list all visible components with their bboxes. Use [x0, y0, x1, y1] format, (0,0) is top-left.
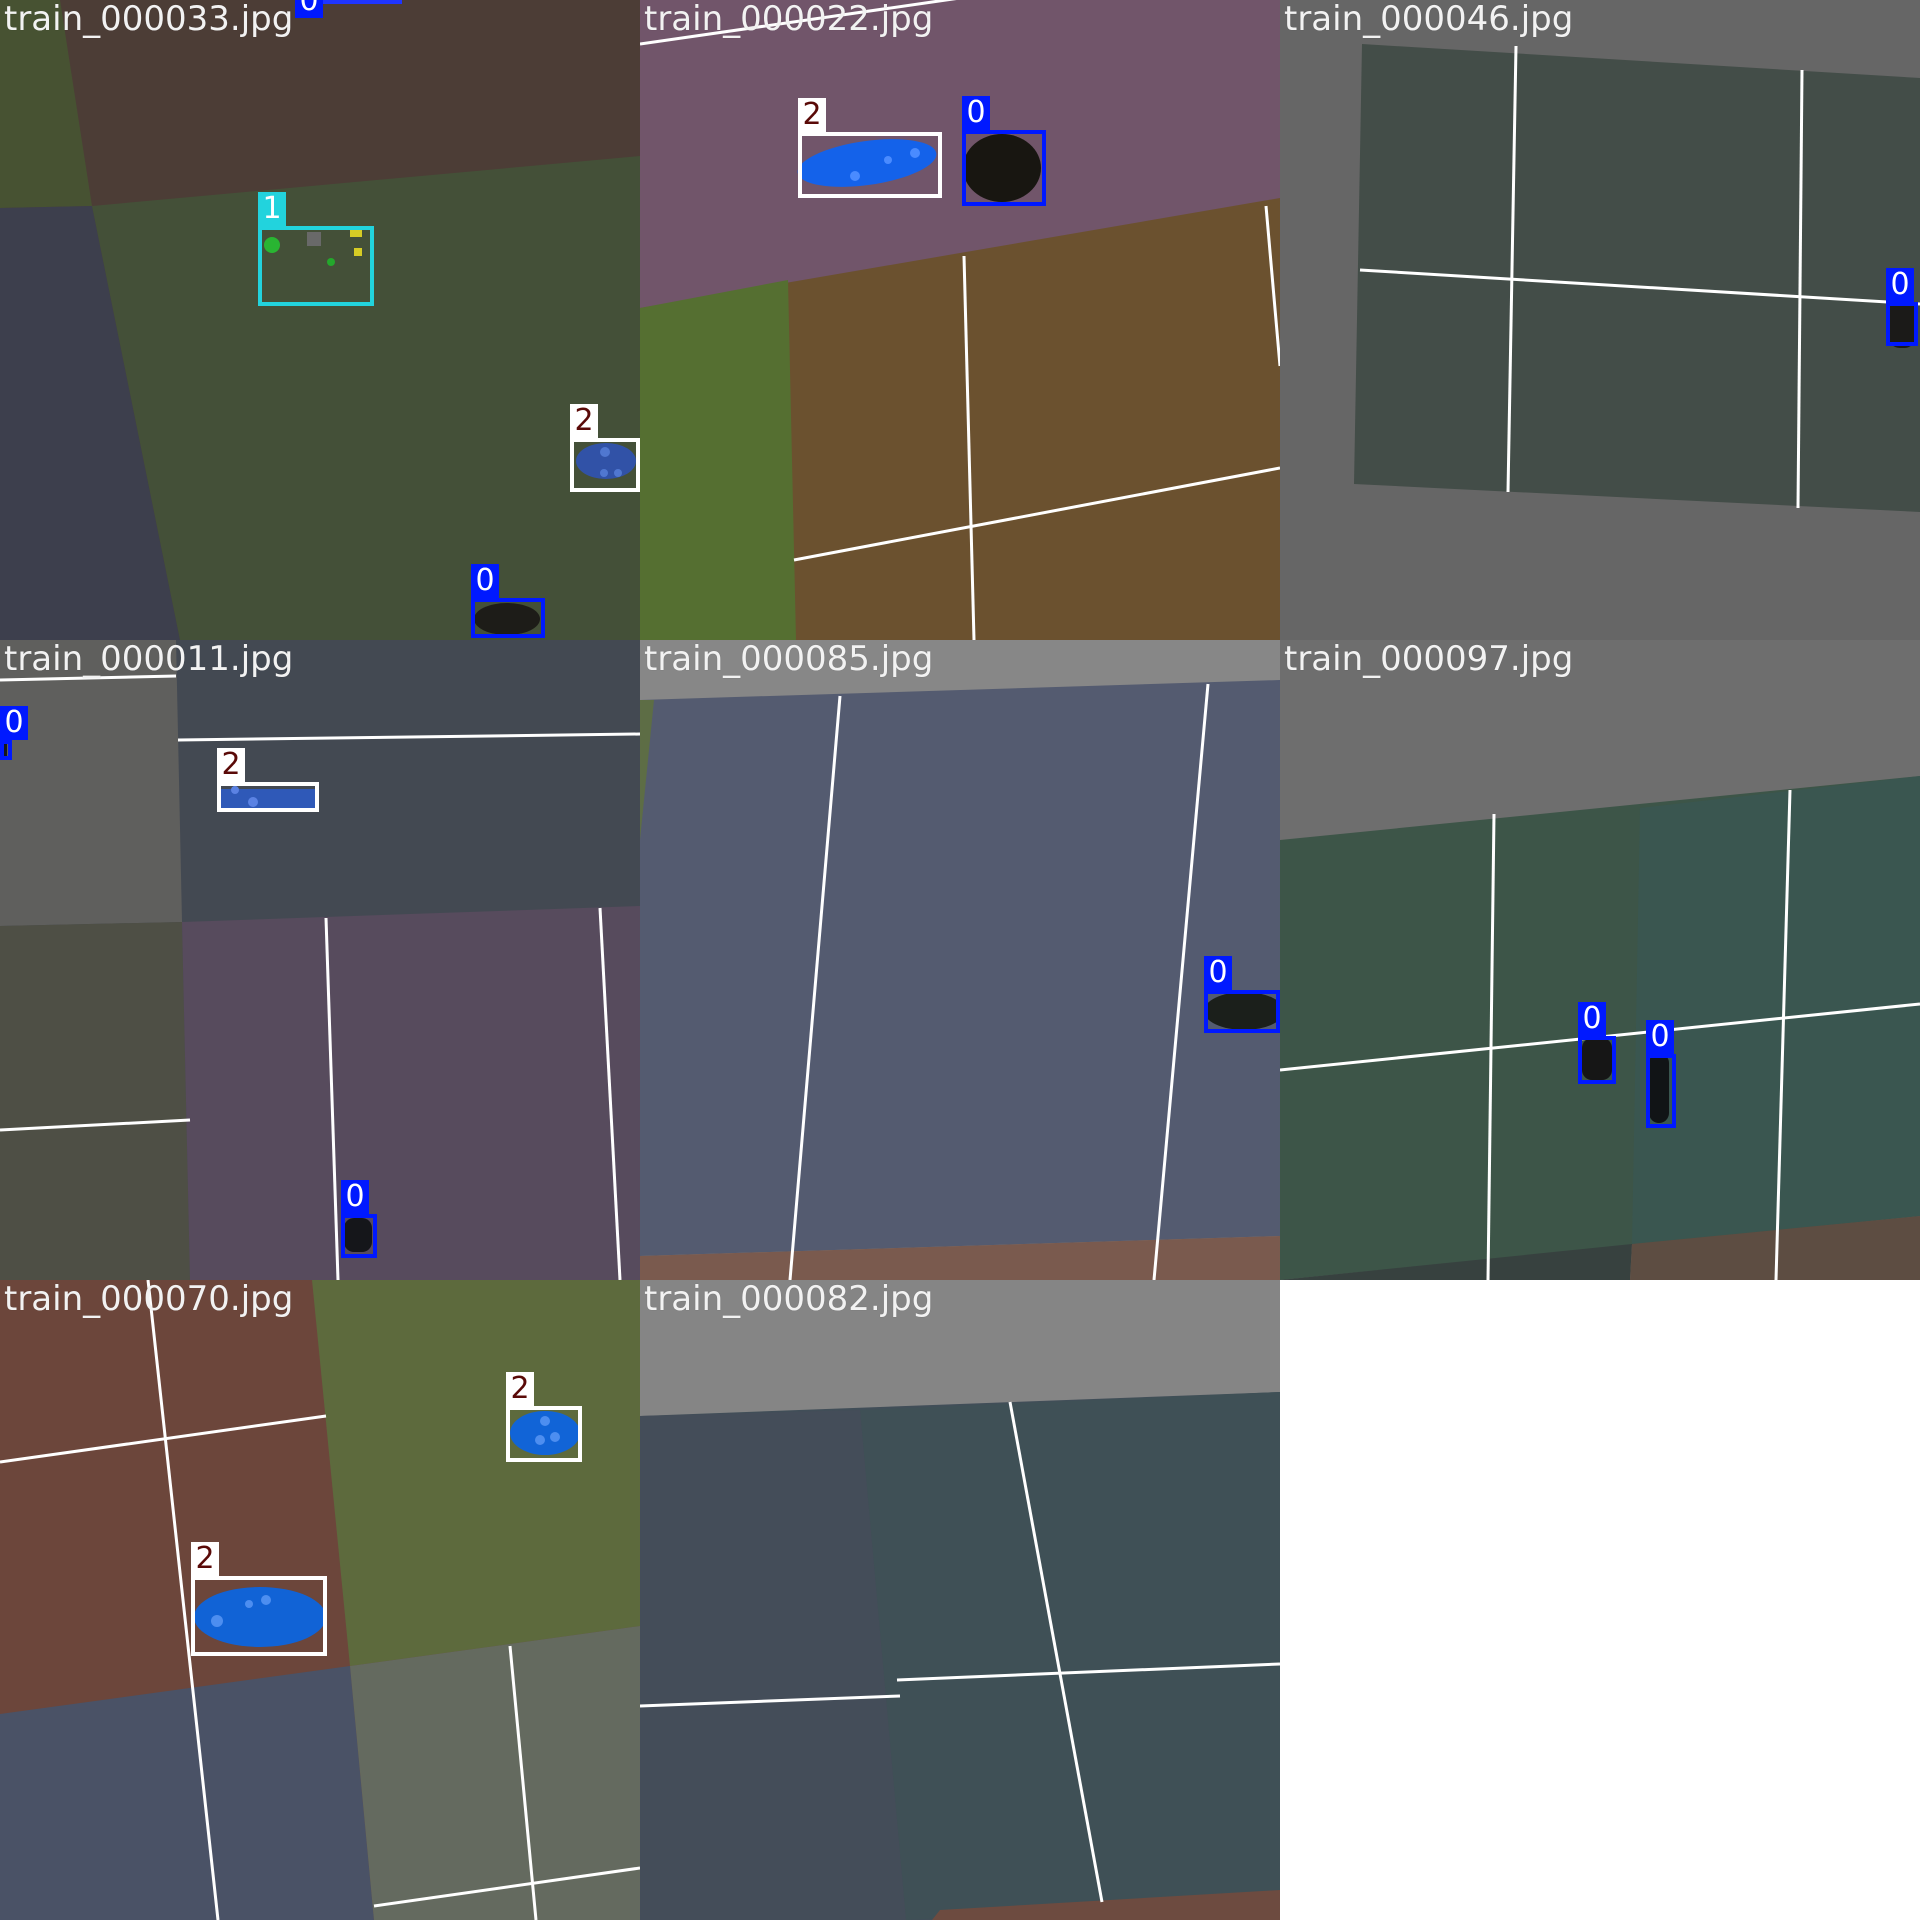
box-label: 2 [570, 404, 598, 438]
tile-train-000033: train_000033.jpg 0 1 2 0 [0, 0, 640, 640]
bounding-box-class-0: 0 [341, 1180, 377, 1258]
tile-image [640, 640, 1280, 1280]
tile-train-000097: train_000097.jpg 0 0 [1280, 640, 1920, 1280]
tile-image [1280, 0, 1920, 640]
box-label: 0 [341, 1180, 369, 1214]
tile-train-000070: train_000070.jpg 2 2 [0, 1280, 640, 1920]
box-label: 0 [962, 96, 990, 130]
bounding-box-class-1: 1 [258, 192, 374, 306]
tile-image [640, 1280, 1280, 1920]
empty-grid-cell [1280, 1280, 1920, 1920]
tile-train-000011: train_000011.jpg 0 2 0 [0, 640, 640, 1280]
tile-filename: train_000046.jpg [1284, 0, 1574, 39]
tile-train-000046: train_000046.jpg 0 [1280, 0, 1920, 640]
bounding-box-class-2: 2 [506, 1372, 582, 1462]
tile-image [0, 0, 640, 640]
tile-filename: train_000022.jpg [644, 0, 934, 39]
bounding-box-class-0: 0 [471, 564, 545, 638]
box-label: 0 [471, 564, 499, 598]
bounding-box-class-0: 0 [0, 706, 28, 760]
tile-image [0, 640, 640, 1280]
box-label: 0 [1204, 956, 1232, 990]
bounding-box-class-0: 0 [1646, 1020, 1676, 1128]
box-label: 1 [258, 192, 286, 226]
bounding-box-class-2: 2 [798, 98, 942, 198]
bounding-box-class-2: 2 [217, 748, 319, 812]
tile-train-000022: train_000022.jpg 2 0 [640, 0, 1280, 640]
tile-filename: train_000011.jpg [4, 640, 294, 679]
box-label: 2 [217, 748, 245, 782]
box-label: 2 [506, 1372, 534, 1406]
bounding-box-class-0: 0 [1886, 268, 1918, 346]
tile-filename: train_000082.jpg [644, 1280, 934, 1319]
bounding-box-class-0: 0 [962, 96, 1046, 206]
tile-filename: train_000033.jpg [4, 0, 294, 39]
tile-filename: train_000070.jpg [4, 1280, 294, 1319]
tile-filename: train_000097.jpg [1284, 640, 1574, 679]
box-label: 2 [798, 98, 826, 132]
box-label: 0 [295, 0, 323, 18]
tile-filename: train_000085.jpg [644, 640, 934, 679]
box-label: 2 [191, 1542, 219, 1576]
box-label: 0 [1646, 1020, 1674, 1054]
tile-image [640, 0, 1280, 640]
box-label: 0 [1578, 1002, 1606, 1036]
tile-image [0, 1280, 640, 1920]
tile-image [1280, 640, 1920, 1280]
tile-train-000085: train_000085.jpg 0 [640, 640, 1280, 1280]
bounding-box-class-0: 0 [1578, 1002, 1616, 1084]
bounding-box-class-2: 2 [191, 1542, 327, 1656]
tile-train-000082: train_000082.jpg [640, 1280, 1280, 1920]
box-label: 0 [1886, 268, 1914, 302]
box-label: 0 [0, 706, 28, 740]
bounding-box-class-2: 2 [570, 404, 640, 492]
bounding-box-class-0: 0 [1204, 956, 1280, 1033]
